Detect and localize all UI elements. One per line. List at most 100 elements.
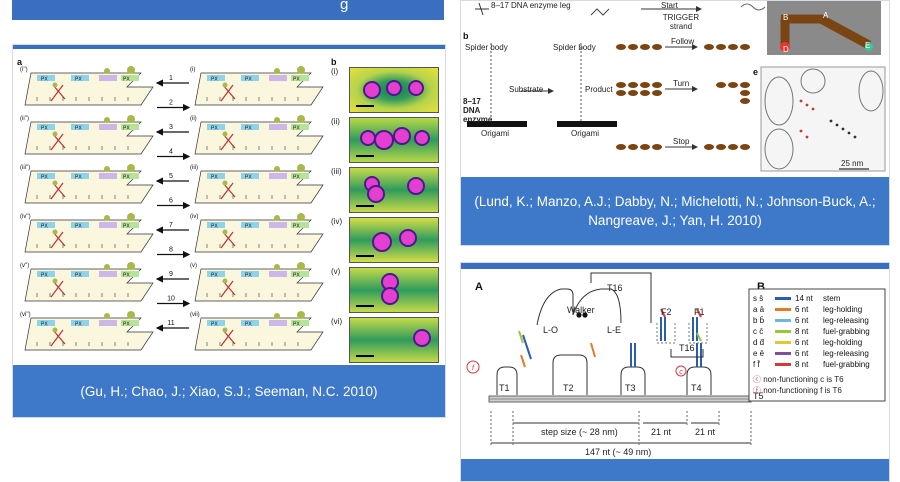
turn-label: Turn bbox=[673, 79, 690, 88]
step-number: 9 bbox=[169, 271, 173, 278]
legend-role: leg-releasing bbox=[823, 316, 869, 325]
legend-swatch bbox=[775, 308, 791, 311]
t-label: T2 bbox=[563, 383, 574, 393]
c1-ball bbox=[222, 180, 228, 186]
px-box bbox=[207, 173, 225, 179]
px-label: PX bbox=[75, 77, 82, 83]
px-box bbox=[269, 75, 287, 81]
t-label: T5 bbox=[753, 391, 764, 401]
walker-top-strip bbox=[461, 263, 889, 269]
row-label: (ii'') bbox=[20, 116, 29, 122]
t16-label-b: T16 bbox=[679, 343, 695, 353]
px-label: PX bbox=[293, 126, 300, 132]
step-number: 8 bbox=[169, 247, 173, 254]
step-number: 10 bbox=[167, 296, 175, 303]
stop-label: Stop bbox=[673, 137, 690, 146]
px-box bbox=[99, 271, 117, 277]
px-box bbox=[291, 173, 309, 179]
legend-role: fuel-grabbing bbox=[823, 327, 870, 336]
spider-body-label: Spider body bbox=[465, 43, 508, 52]
legend-role: leg-releasing bbox=[823, 349, 869, 358]
step-number: 2 bbox=[169, 100, 173, 107]
px-box bbox=[99, 173, 117, 179]
px-box bbox=[71, 75, 89, 81]
px-label: PX bbox=[245, 322, 252, 328]
f2-label: F2 bbox=[661, 307, 672, 317]
start-label: Start bbox=[661, 1, 678, 10]
afm-tile-label: (iv) bbox=[331, 217, 343, 226]
c2-ball bbox=[104, 264, 110, 270]
walker-figure-panel: A B f c Walker T16 T16 bbox=[460, 262, 890, 482]
step-number: 5 bbox=[169, 173, 173, 180]
px-label: PX bbox=[75, 273, 82, 279]
le-label: L-E bbox=[607, 325, 622, 335]
afm-tile-label: (i) bbox=[331, 67, 339, 76]
px-box bbox=[291, 320, 309, 326]
legend-swatch bbox=[775, 319, 791, 322]
px-label: PX bbox=[245, 175, 252, 181]
px-box bbox=[207, 320, 225, 326]
c1-ball bbox=[222, 82, 228, 88]
legend-role: leg-holding bbox=[823, 305, 863, 314]
gu-panel-b-label: b bbox=[331, 57, 337, 67]
px-box bbox=[269, 124, 287, 130]
c1-ball bbox=[222, 327, 228, 333]
nonfunc2-text: non-functioning f is T6 bbox=[763, 386, 842, 395]
nonfunc-note-1: ⓒ non-functioning c is T6 bbox=[753, 374, 883, 385]
nonfunc-note-2: ⓕ non-functioning f is T6 bbox=[753, 385, 883, 396]
c3-ball bbox=[127, 262, 135, 270]
px-box bbox=[207, 271, 225, 277]
c2-ball bbox=[104, 215, 110, 221]
spider-body-label-2: Spider body bbox=[553, 43, 596, 52]
track-label: B bbox=[783, 13, 789, 22]
px-box bbox=[207, 124, 225, 130]
px-box bbox=[121, 271, 139, 277]
step-number: 7 bbox=[169, 222, 173, 229]
px-label: PX bbox=[75, 175, 82, 181]
legend-swatch bbox=[775, 297, 791, 300]
c2-ball bbox=[104, 166, 110, 172]
legend-role: leg-holding bbox=[823, 338, 863, 347]
track-label: A bbox=[823, 11, 829, 20]
legend-swatch bbox=[775, 330, 791, 333]
px-label: PX bbox=[245, 273, 252, 279]
afm-image bbox=[349, 217, 439, 263]
px-box bbox=[291, 124, 309, 130]
c3-ball bbox=[297, 311, 305, 319]
t-label: T3 bbox=[625, 383, 636, 393]
c1-ball bbox=[52, 82, 58, 88]
legend-domain: a ā bbox=[753, 305, 765, 314]
walker-diagram: f c bbox=[466, 272, 886, 447]
px-label: PX bbox=[41, 224, 48, 230]
px-box bbox=[241, 271, 259, 277]
legend-domain: b b̄ bbox=[753, 316, 765, 325]
svg-text:f: f bbox=[472, 365, 475, 372]
px-box bbox=[121, 222, 139, 228]
gu-caption: (Gu, H.; Chao, J.; Xiao, S.J.; Seeman, N… bbox=[13, 365, 445, 417]
legend-length: 8 nt bbox=[795, 360, 809, 369]
px-box bbox=[99, 75, 117, 81]
row-label: (iv) bbox=[190, 214, 198, 220]
legend-domain: e ē bbox=[753, 349, 765, 358]
px-label: PX bbox=[75, 224, 82, 230]
px-label: PX bbox=[293, 77, 300, 83]
px-label: PX bbox=[293, 273, 300, 279]
px-box bbox=[71, 271, 89, 277]
lund-caption: (Lund, K.; Manzo, A.J.; Dabby, N.; Miche… bbox=[461, 177, 889, 245]
px-label: PX bbox=[245, 126, 252, 132]
px-box bbox=[37, 271, 55, 277]
